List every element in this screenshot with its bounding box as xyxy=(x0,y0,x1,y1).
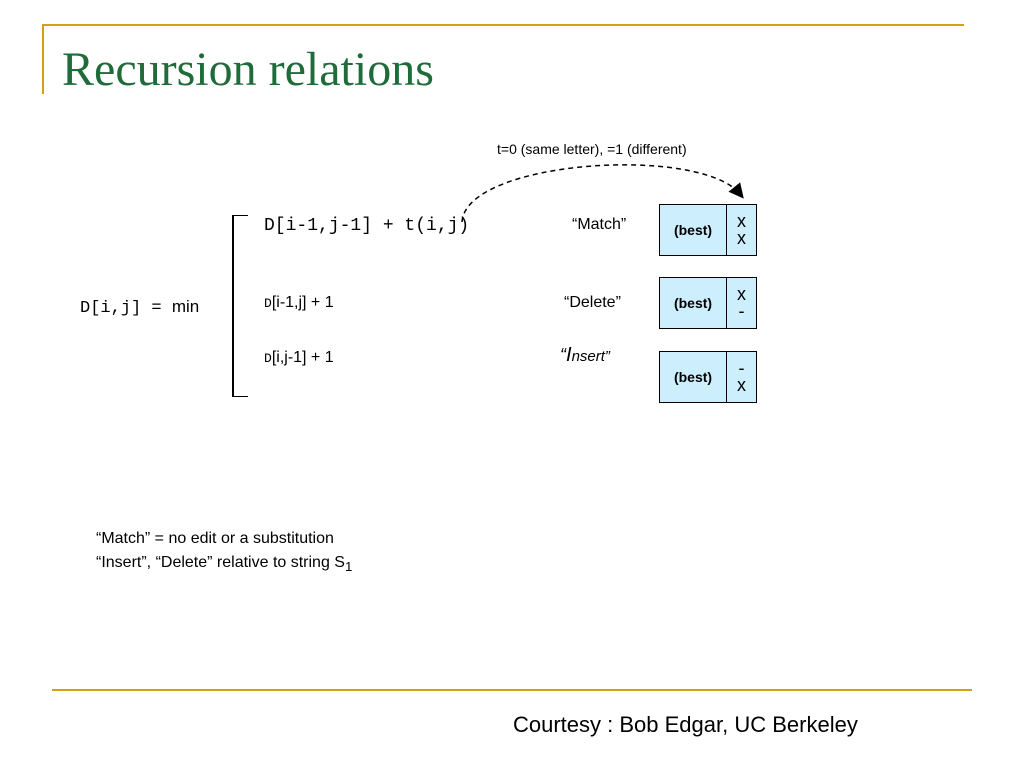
cell-box-delete: (best) x - xyxy=(659,277,757,329)
best-label: (best) xyxy=(660,352,727,402)
delete-expr-text: [i-1,j] + 1 xyxy=(271,294,334,311)
min-bracket xyxy=(232,215,248,397)
top-symbol: - xyxy=(738,358,745,378)
label-delete: “Delete” xyxy=(564,294,621,311)
notes: “Match” = no edit or a substitution “Ins… xyxy=(96,527,352,579)
insert-rest: nsert xyxy=(571,348,605,365)
alignment-column: - x xyxy=(727,352,756,402)
note-line-2-text: “Insert”, “Delete” relative to string S xyxy=(96,554,345,571)
alignment-column: x - xyxy=(727,278,756,328)
best-label: (best) xyxy=(660,278,727,328)
label-insert: “Insert” xyxy=(560,344,610,367)
bottom-symbol: - xyxy=(738,301,745,321)
insert-initial: I xyxy=(566,344,572,366)
d-symbol: D xyxy=(264,296,272,311)
footer-rule xyxy=(52,689,972,691)
lhs-min: min xyxy=(171,297,200,316)
note-line-2-subscript: 1 xyxy=(344,559,353,575)
note-line-2: “Insert”, “Delete” relative to string S1 xyxy=(96,551,352,579)
frame-left-rule xyxy=(42,24,44,94)
insert-close-quote: ” xyxy=(604,348,610,365)
alignment-column: x x xyxy=(727,205,756,255)
case-match-expr: D[i-1,j-1] + t(i,j) xyxy=(264,216,470,236)
lhs-expression: D[i,j] = min xyxy=(80,297,199,318)
top-symbol: x xyxy=(737,284,746,304)
insert-expr-text: [i,j-1] + 1 xyxy=(271,349,334,366)
cell-box-match: (best) x x xyxy=(659,204,757,256)
footer-credit: Courtesy : Bob Edgar, UC Berkeley xyxy=(513,712,858,737)
d-symbol: D xyxy=(264,351,272,366)
slide-title: Recursion relations xyxy=(62,43,434,96)
label-match: “Match” xyxy=(572,216,627,233)
case-insert-expr: D[i,j-1] + 1 xyxy=(264,349,334,367)
top-symbol: x xyxy=(737,211,746,231)
lhs-expr: D[i,j] = xyxy=(80,299,162,318)
bottom-symbol: x xyxy=(737,375,746,395)
bottom-symbol: x xyxy=(737,228,746,248)
case-delete-expr: D[i-1,j] + 1 xyxy=(264,294,334,312)
cell-box-insert: (best) - x xyxy=(659,351,757,403)
cost-annotation: t=0 (same letter), =1 (different) xyxy=(497,141,687,157)
frame-top-rule xyxy=(42,24,964,26)
note-line-1: “Match” = no edit or a substitution xyxy=(96,530,334,547)
insert-open-quote: “ xyxy=(560,345,566,365)
best-label: (best) xyxy=(660,205,727,255)
